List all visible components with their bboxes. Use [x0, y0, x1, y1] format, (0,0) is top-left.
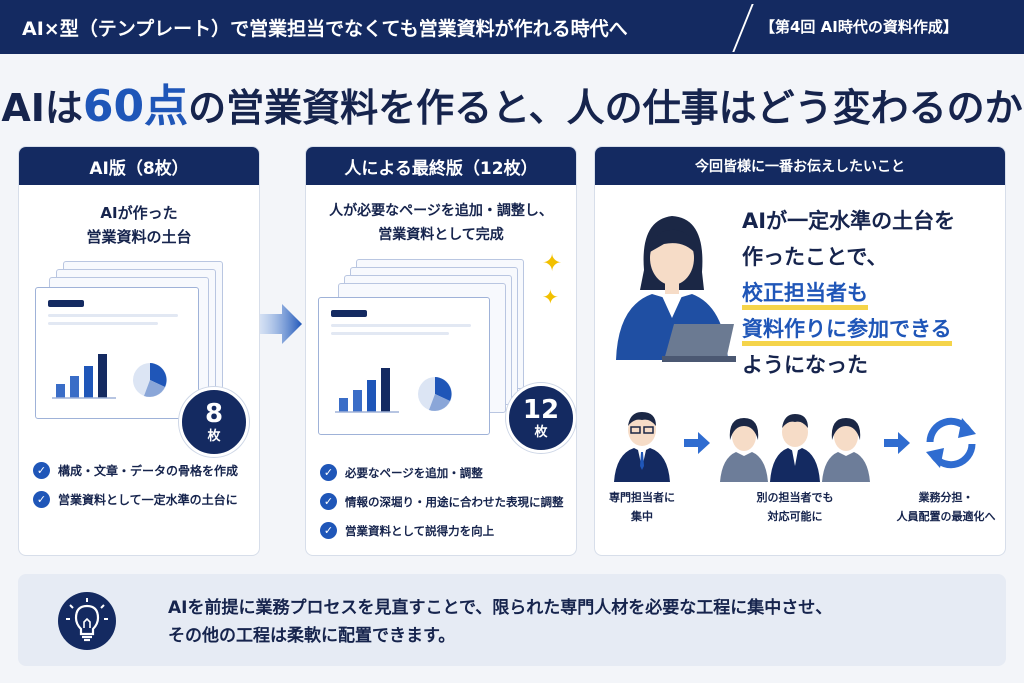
message-card-title: 今回皆様に一番お伝えしたいこと: [595, 147, 1005, 185]
human-subtitle-line1: 人が必要なページを追加・調整し、: [329, 203, 553, 219]
quote-line5: ようになった: [742, 353, 868, 377]
sparkle-icon: ✦: [542, 285, 559, 309]
ai-subtitle-line1: AIが作った: [100, 204, 178, 222]
ai-page-count-badge: 8 枚: [179, 387, 249, 457]
banner-divider: [732, 4, 754, 52]
conclusion-line1: AIを前提に業務プロセスを見直すことで、限られた専門人材を必要な工程に集中させ、: [168, 598, 833, 618]
flow-label-specialist: 専門担当者に 集中: [609, 491, 675, 523]
page-title: AIは60点の営業資料を作ると、人の仕事はどう変わるのか: [0, 70, 1024, 134]
headline-part1: AIは: [1, 86, 83, 130]
check-icon: ✓: [320, 464, 337, 481]
ai-card-subtitle: AIが作った 営業資料の土台: [19, 201, 259, 249]
list-item: ✓必要なページを追加・調整: [320, 458, 564, 487]
headline-score: 60点: [82, 81, 189, 132]
pie-chart-icon: [133, 363, 167, 397]
conclusion-banner: AIを前提に業務プロセスを見直すことで、限られた専門人材を必要な工程に集中させ、…: [18, 574, 1006, 666]
arrow-right-icon: [684, 432, 710, 454]
ai-card-title: AI版（8枚）: [19, 147, 259, 185]
arrow-right-icon: [260, 304, 302, 344]
quote-highlight1: 校正担当者も: [742, 281, 868, 310]
bar-chart-icon: [335, 368, 399, 413]
person-laptop-icon: [616, 216, 736, 362]
series-label: 【第4回 AI時代の資料作成】: [760, 18, 958, 36]
quote-line2: 作ったことで、: [742, 245, 888, 269]
key-message-quote: AIが一定水準の土台を 作ったことで、 校正担当者も 資料作りに参加できる よう…: [742, 203, 955, 383]
quote-line1: AIが一定水準の土台を: [742, 209, 956, 233]
bar-chart-icon: [52, 354, 116, 399]
ai-check-list: ✓構成・文章・データの骨格を作成 ✓営業資料として一定水準の土台に: [33, 456, 238, 514]
check-icon: ✓: [33, 491, 50, 508]
list-item: ✓情報の深堀り・用途に合わせた表現に調整: [320, 487, 564, 516]
pie-chart-icon: [418, 377, 452, 411]
ai-subtitle-line2: 営業資料の土台: [86, 228, 192, 246]
human-card-title: 人による最終版（12枚）: [306, 147, 576, 185]
human-subtitle-line2: 営業資料として完成: [378, 227, 504, 243]
check-icon: ✓: [33, 462, 50, 479]
check-icon: ✓: [320, 522, 337, 539]
list-item: ✓営業資料として一定水準の土台に: [33, 485, 238, 514]
conclusion-line2: その他の工程は柔軟に配置できます。: [168, 626, 456, 646]
person-icon: [614, 412, 670, 482]
ai-version-card: AI版（8枚） AIが作った 営業資料の土台 8: [18, 146, 260, 556]
person-icon: [720, 414, 870, 482]
top-banner: AI×型（テンプレート）で営業担当でなくても営業資料が作れる時代へ 【第4回 A…: [0, 0, 1024, 54]
list-item: ✓営業資料として説得力を向上: [320, 516, 564, 545]
human-check-list: ✓必要なページを追加・調整 ✓情報の深堀り・用途に合わせた表現に調整 ✓営業資料…: [320, 458, 564, 545]
conclusion-text: AIを前提に業務プロセスを見直すことで、限られた専門人材を必要な工程に集中させ、…: [168, 594, 832, 650]
flow-label-optimization: 業務分担・ 人員配置の最適化へ: [896, 491, 996, 523]
arrow-right-icon: [884, 432, 910, 454]
list-item: ✓構成・文章・データの骨格を作成: [33, 456, 238, 485]
human-page-count-badge: 12 枚: [506, 383, 576, 453]
check-icon: ✓: [320, 493, 337, 510]
human-version-card: 人による最終版（12枚） 人が必要なページを追加・調整し、 営業資料として完成 …: [305, 146, 577, 556]
sparkle-icon: ✦: [542, 249, 563, 277]
quote-highlight2: 資料作りに参加できる: [742, 317, 952, 346]
refresh-cycle-icon: [926, 417, 976, 469]
flow-label-others: 別の担当者でも 対応可能に: [756, 491, 834, 523]
banner-title: AI×型（テンプレート）で営業担当でなくても営業資料が作れる時代へ: [22, 17, 628, 40]
light-bulb-icon: [58, 592, 116, 650]
headline-part3: の営業資料を作ると、人の仕事はどう変わるのか: [188, 86, 1023, 130]
human-card-subtitle: 人が必要なページを追加・調整し、 営業資料として完成: [306, 199, 576, 247]
